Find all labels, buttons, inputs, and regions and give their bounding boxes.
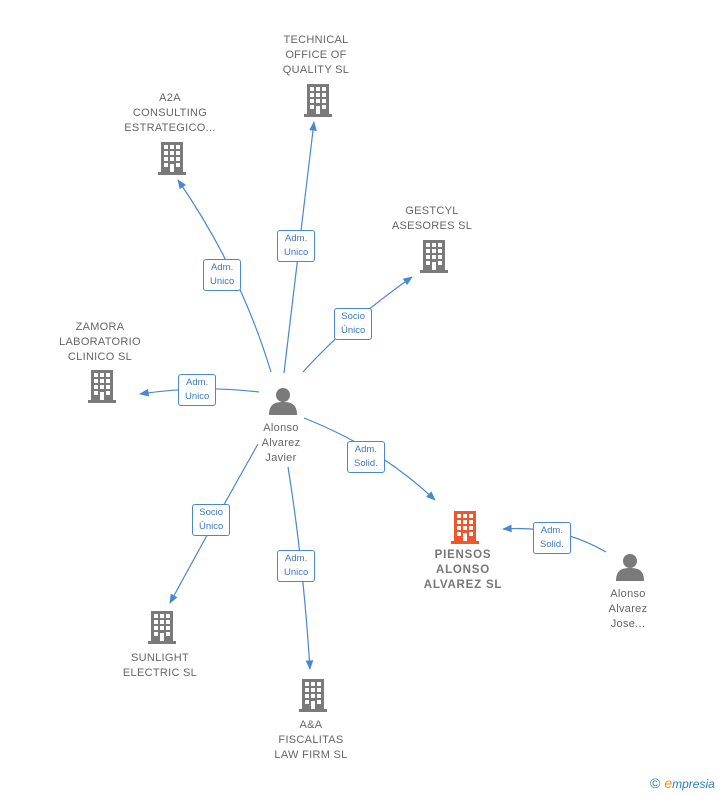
person-icon[interactable] [616, 554, 644, 581]
node-label-alonso-jose[interactable]: Alonso Alvarez Jose... [608, 588, 648, 630]
edge-label-a2a: Adm. Unico [203, 259, 242, 291]
building-icon[interactable] [88, 370, 116, 403]
edge-label-jose: Adm. Solid. [533, 522, 571, 554]
edge-label-piensos: Adm. Solid. [347, 441, 385, 473]
building-icon[interactable] [148, 611, 176, 644]
edge-label-sunlight: Socio Único [192, 504, 231, 536]
building-icon[interactable] [158, 142, 186, 175]
node-label-sunlight[interactable]: SUNLIGHT ELECTRIC SL [122, 652, 198, 679]
edge-label-technical: Adm. Unico [277, 230, 316, 262]
brand-watermark: ©empresia [650, 775, 715, 791]
node-label-alonso-javier[interactable]: Alonso Alvarez Javier [261, 422, 301, 464]
person-icon[interactable] [269, 388, 297, 415]
node-label-technical[interactable]: TECHNICAL OFFICE OF QUALITY SL [282, 34, 350, 76]
edge-label-zamora: Adm. Unico [178, 374, 217, 406]
building-icon[interactable] [304, 84, 332, 117]
building-icon[interactable] [420, 240, 448, 273]
brand-name: mpresia [672, 777, 715, 791]
copyright-icon: © [650, 775, 661, 791]
edge-label-gestcyl: Socio Único [334, 308, 373, 340]
node-label-piensos[interactable]: PIENSOS ALONSO ALVAREZ SL [423, 549, 503, 591]
brand-initial: e [664, 775, 673, 791]
building-icon[interactable] [451, 511, 479, 544]
building-icon[interactable] [299, 679, 327, 712]
node-label-a2a[interactable]: A2A CONSULTING ESTRATEGICO... [124, 92, 216, 134]
node-label-zamora[interactable]: ZAMORA LABORATORIO CLINICO SL [59, 321, 141, 363]
edge-label-aa: Adm. Unico [277, 550, 316, 582]
node-label-aa[interactable]: A&A FISCALITAS LAW FIRM SL [274, 719, 348, 761]
node-label-gestcyl[interactable]: GESTCYL ASESORES SL [391, 205, 473, 232]
